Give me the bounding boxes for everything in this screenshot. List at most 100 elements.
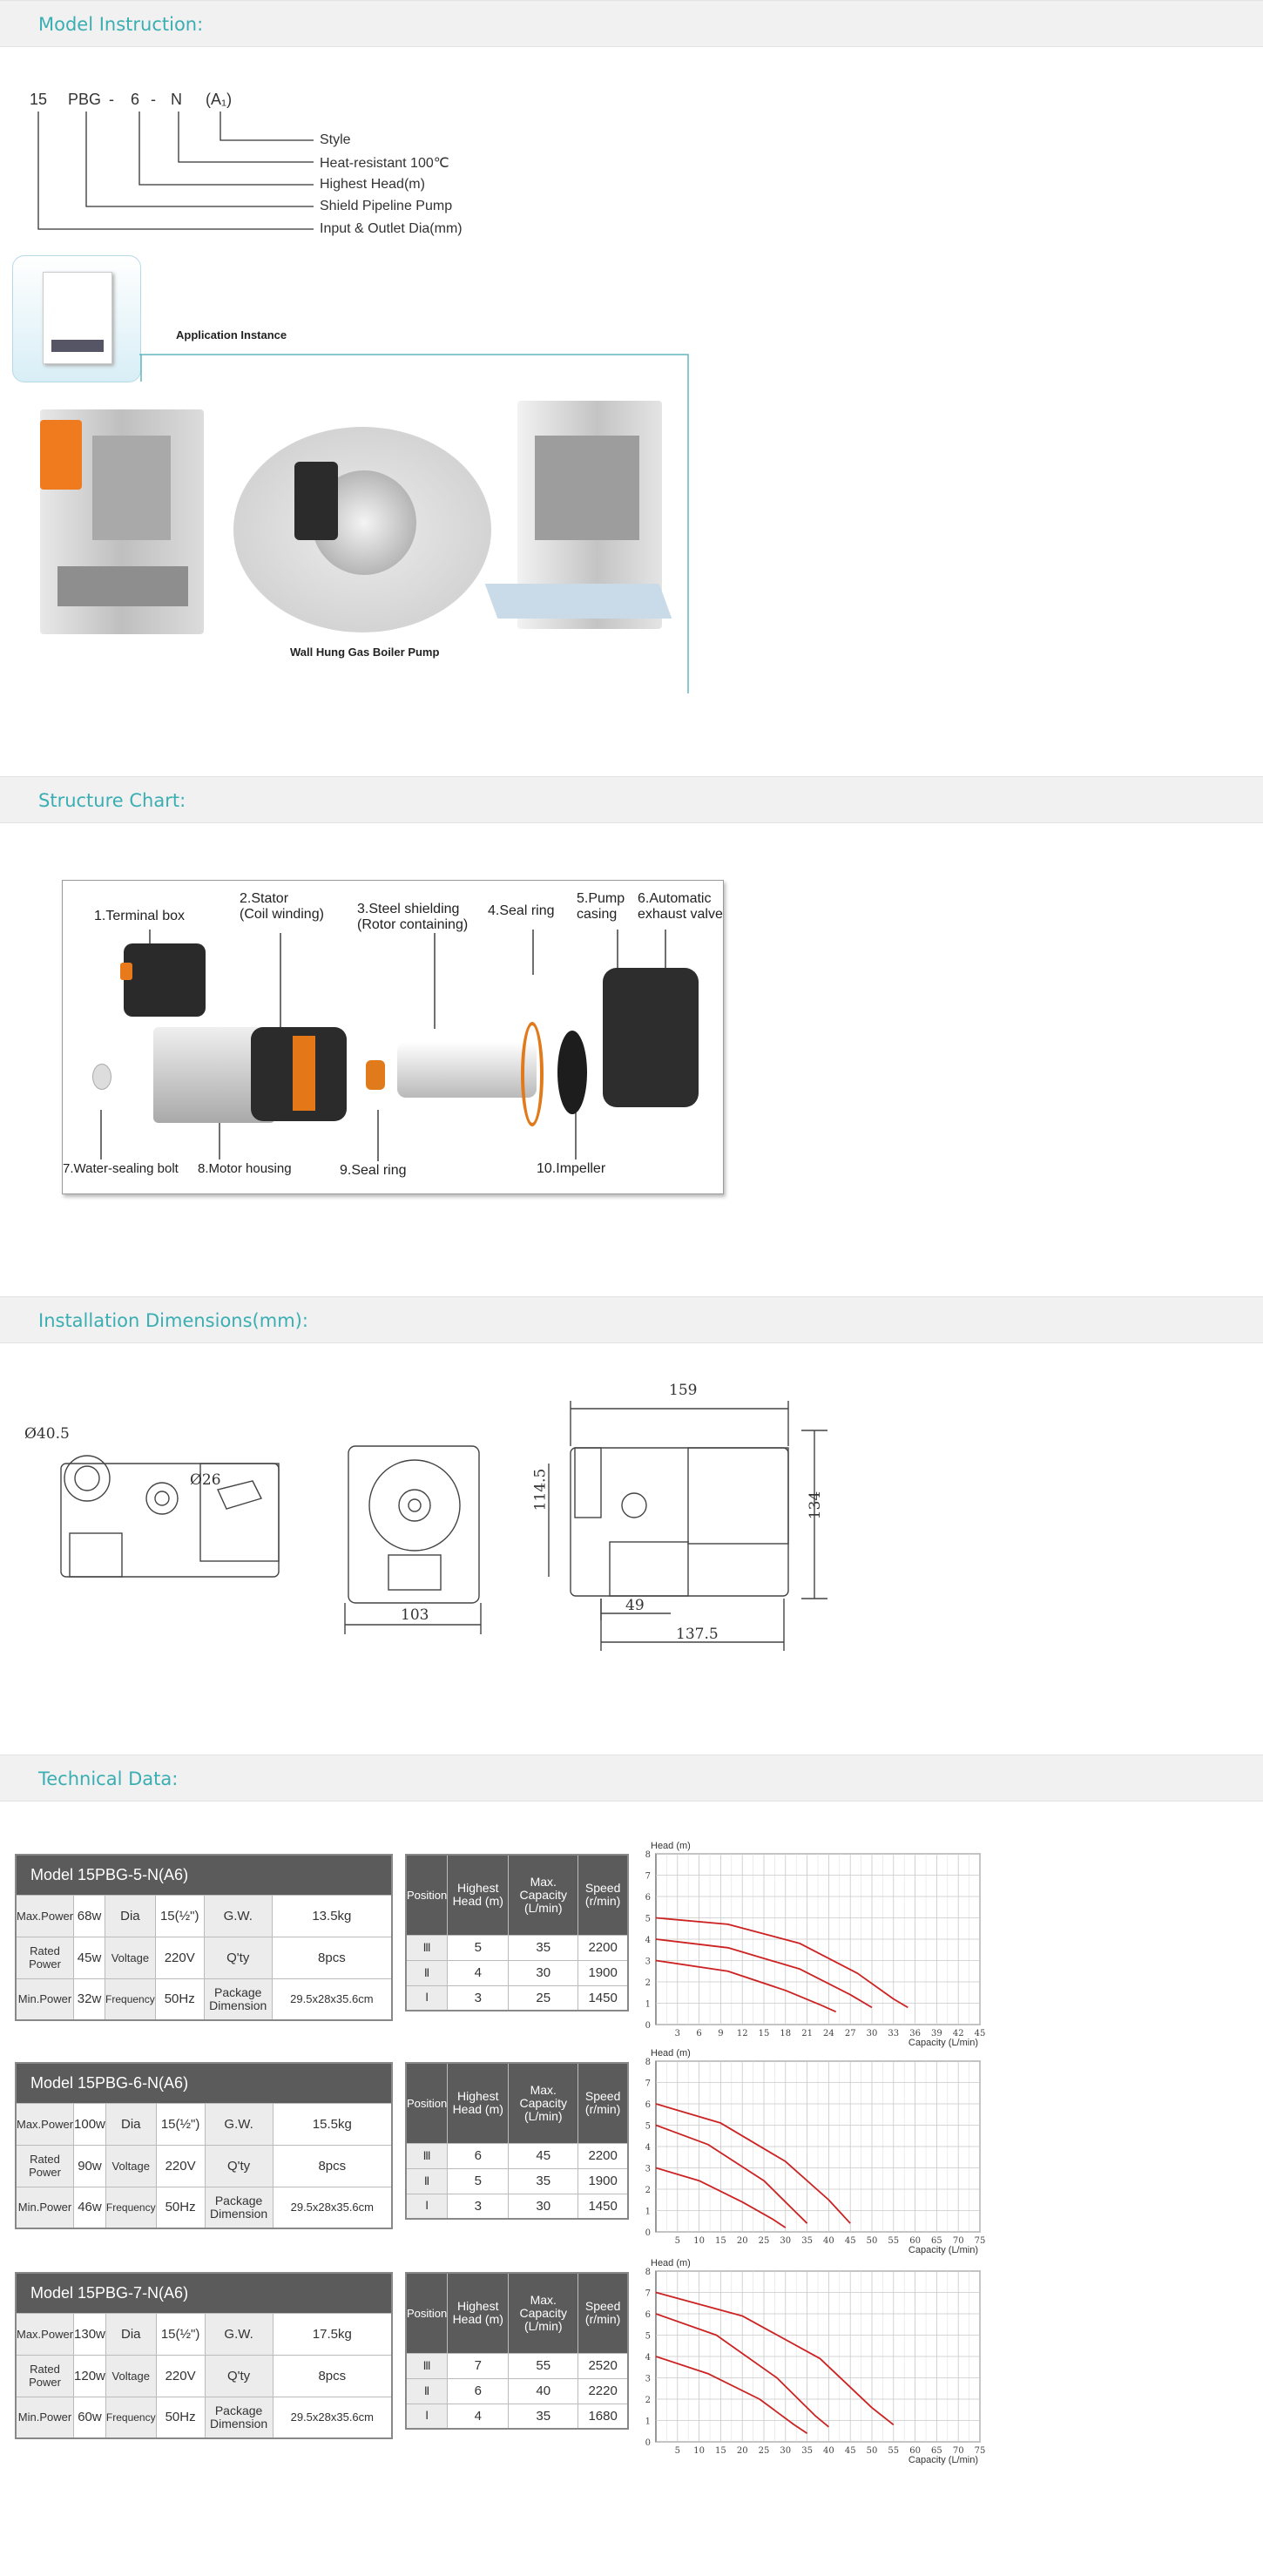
y-tick-label: 6	[645, 2100, 651, 2110]
label-package-line2: Dimension	[210, 2206, 268, 2221]
capacity-value: 55	[508, 2352, 579, 2379]
x-tick-label: 30	[867, 2029, 878, 2038]
label-frequency: Frequency	[105, 2396, 157, 2439]
header-highest-head: Highest Head (m)	[447, 2062, 510, 2144]
thermostat-image	[12, 255, 141, 382]
y-tick-label: 5	[645, 2122, 651, 2132]
bolt-part	[92, 1064, 111, 1090]
value-gw: 13.5kg	[271, 1894, 393, 1937]
position-value: Ⅰ	[405, 2403, 449, 2430]
value-dia: 15(½")	[155, 2102, 206, 2146]
y-tick-label: 8	[645, 1850, 651, 1860]
head-value: 4	[447, 2403, 510, 2430]
header-speed: Speed (r/min)	[577, 2062, 629, 2144]
application-connector-lines	[139, 354, 689, 693]
spec-table-model-3: Model 15PBG-7-N(A6) Max.Power 130w Dia 1…	[15, 2272, 393, 2439]
x-tick-label: 40	[823, 2236, 834, 2246]
x-tick-label: 60	[909, 2446, 921, 2456]
capacity-value: 45	[508, 2142, 579, 2169]
label-pump-casing: 5.Pump	[577, 891, 625, 906]
speed-value: 1450	[577, 1984, 629, 2011]
value-voltage: 220V	[155, 2144, 206, 2187]
label-motor-housing: 8.Motor housing	[198, 1161, 292, 1176]
label-exhaust-valve-sub: exhaust valve	[638, 907, 723, 922]
spec-table-model-2: Model 15PBG-6-N(A6) Max.Power 100w Dia 1…	[15, 2062, 393, 2229]
speed-value: 2220	[577, 2377, 629, 2404]
y-tick-label: 8	[645, 2058, 651, 2067]
label-stator: 2.Stator	[240, 891, 289, 906]
header-max-capacity: Max. Capacity (L/min)	[508, 2272, 579, 2354]
label-rated-power: Rated Power	[15, 2354, 75, 2397]
position-value: Ⅱ	[405, 2167, 449, 2194]
model-title: Model 15PBG-5-N(A6)	[15, 1854, 393, 1896]
value-frequency: 50Hz	[155, 2186, 206, 2229]
value-qty: 8pcs	[272, 2144, 393, 2187]
y-tick-label: 3	[645, 2165, 651, 2174]
y-tick-label: 1	[645, 2417, 651, 2427]
head-value: 6	[447, 2377, 510, 2404]
position-value: Ⅲ	[405, 1934, 449, 1961]
value-qty: 8pcs	[271, 1936, 393, 1979]
x-tick-label: 15	[715, 2236, 726, 2246]
value-rated-power: 90w	[73, 2144, 106, 2187]
x-tick-label: 42	[953, 2029, 964, 2038]
label-min-power: Min.Power	[15, 2396, 75, 2439]
model-title: Model 15PBG-6-N(A6)	[15, 2062, 393, 2104]
curve-series-3	[655, 2356, 808, 2434]
label-max-power: Max.Power	[15, 2312, 75, 2356]
steel-shielding-part	[397, 1042, 537, 1098]
x-tick-label: 30	[780, 2236, 791, 2246]
label-package-line2: Dimension	[210, 2416, 268, 2431]
label-package-line1: Package	[213, 1984, 262, 1999]
capacity-value: 35	[508, 2403, 579, 2430]
x-tick-label: 30	[780, 2446, 791, 2456]
model-title: Model 15PBG-7-N(A6)	[15, 2272, 393, 2314]
value-qty: 8pcs	[272, 2354, 393, 2397]
dim-right-height: 134	[807, 1491, 825, 1520]
value-dia: 15(½")	[154, 1894, 205, 1937]
dim-width-front: 103	[401, 1606, 429, 1624]
boiler-left-image	[40, 409, 204, 634]
capacity-value: 30	[508, 1959, 579, 1986]
y-tick-label: 5	[645, 2332, 651, 2342]
label-package-line1: Package	[214, 2403, 263, 2417]
label-qty: Q'ty	[203, 1936, 273, 1979]
installation-drawings	[60, 1401, 827, 1651]
x-tick-label: 35	[801, 2446, 813, 2456]
header-position: Position	[405, 2272, 449, 2354]
stator-part	[251, 1027, 347, 1121]
head-value: 4	[447, 1959, 510, 1986]
seal-ring-4-part	[521, 1022, 544, 1126]
header-position: Position	[405, 2062, 449, 2144]
y-tick-label: 3	[645, 1957, 651, 1967]
y-tick-label: 2	[645, 2186, 651, 2195]
head-value: 3	[447, 1984, 510, 2011]
dim-top-length: 159	[669, 1382, 698, 1399]
label-exhaust-valve: 6.Automatic	[638, 891, 712, 906]
y-tick-label: 4	[645, 2143, 651, 2153]
label-pump-casing-sub: casing	[577, 907, 618, 922]
label-min-power: Min.Power	[15, 2186, 75, 2229]
x-tick-label: 36	[909, 2029, 921, 2038]
header-speed: Speed (r/min)	[577, 2272, 629, 2354]
head-value: 7	[447, 2352, 510, 2379]
label-style: Style	[320, 132, 351, 147]
x-tick-label: 39	[931, 2029, 942, 2038]
y-tick-label: 3	[645, 2375, 651, 2384]
y-tick-label: 6	[645, 1893, 651, 1903]
dim-bottom-short: 49	[625, 1597, 645, 1614]
capacity-value: 35	[508, 2167, 579, 2194]
label-steel-shielding-sub: (Rotor containing)	[357, 917, 469, 932]
model-code-leader-lines	[37, 112, 314, 230]
value-voltage: 220V	[155, 2354, 206, 2397]
position-value: Ⅱ	[405, 1959, 449, 1986]
x-tick-label: 75	[975, 2446, 986, 2456]
position-value: Ⅰ	[405, 1984, 449, 2011]
y-tick-label: 0	[645, 2021, 651, 2031]
label-voltage: Voltage	[105, 2144, 157, 2187]
section-header-technical: Technical Data:	[0, 1755, 1263, 1802]
